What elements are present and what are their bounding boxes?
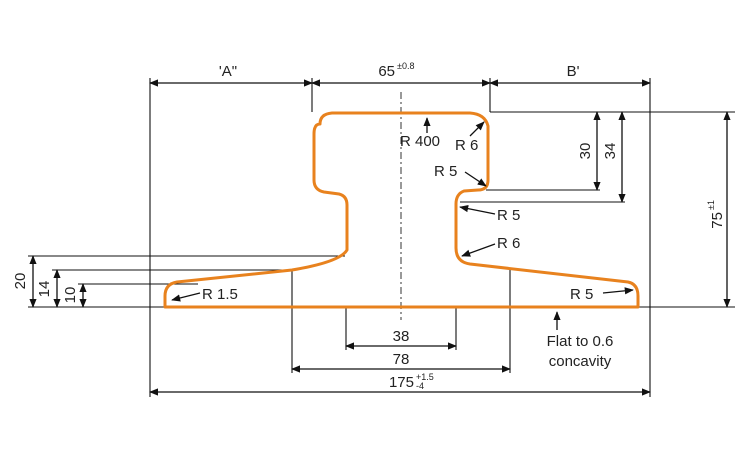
- radius-head-top-label: R 400: [400, 133, 440, 150]
- dimension-lines: [29, 79, 731, 396]
- web-width-label: 38: [393, 328, 410, 345]
- extension-lines: [28, 78, 735, 397]
- radius-head-under-label: R 5: [434, 163, 457, 180]
- head-depth-34-label: 34: [602, 143, 619, 160]
- radius-web-lower-label: R 6: [497, 235, 520, 252]
- base-width-tolerance-upper: +1.5: [416, 372, 434, 382]
- base-height-14-label: 14: [36, 281, 53, 298]
- radius-base-left-label: R 1.5: [202, 286, 238, 303]
- head-width-label: 65: [378, 63, 395, 80]
- base-width-label: 175: [389, 374, 414, 391]
- zone-b-label: B': [567, 63, 580, 80]
- base-width-tolerance-lower: -4: [416, 381, 424, 391]
- flatness-note-line1: Flat to 0.6: [547, 333, 614, 350]
- radius-web-upper-label: R 5: [497, 207, 520, 224]
- base-height-10-label: 10: [62, 287, 79, 304]
- radius-head-corner-label: R 6: [455, 137, 478, 154]
- rail-profile-outline: [163, 111, 640, 309]
- radius-leaders: [171, 117, 634, 330]
- head-depth-30-label: 30: [577, 143, 594, 160]
- web-base-width-label: 78: [393, 351, 410, 368]
- total-height-label: 75: [709, 212, 726, 229]
- flatness-note-line2: concavity: [549, 353, 612, 370]
- total-height-tolerance: ±1: [706, 200, 716, 210]
- zone-a-label: 'A": [219, 63, 237, 80]
- base-height-20-label: 20: [12, 273, 29, 290]
- radius-base-right-label: R 5: [570, 286, 593, 303]
- head-width-tolerance: ±0.8: [397, 61, 414, 71]
